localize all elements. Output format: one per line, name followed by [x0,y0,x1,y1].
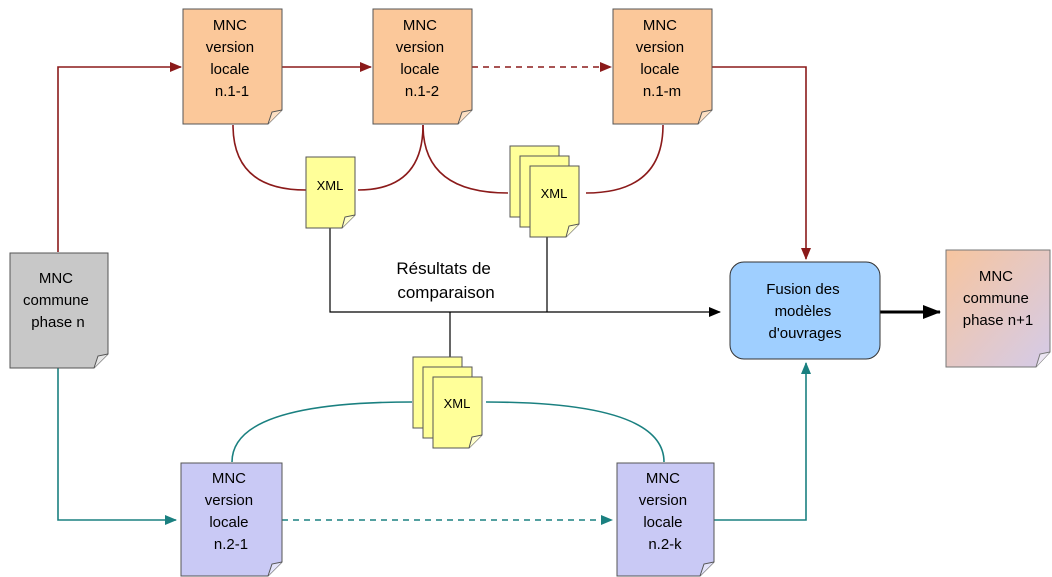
svg-text:Fusion des modèles: Fusion des modèles d'ouvrages [766,281,844,342]
svg-text:MNC commune phase: MNC commune phase n+1 [963,268,1033,329]
xml-label-3: XML [444,396,471,411]
black-connectors [329,228,941,357]
doc-1-1-line-4: n.1-1 [215,83,249,100]
results-label: Résultats de comparaison [396,259,495,302]
doc-local-2-1: MNC version locale n.2-1 [180,462,283,577]
curve-2-k-xml [485,401,665,463]
doc-2-k-line-3: locale [643,514,682,531]
doc-common-n-line-3: phase n [31,314,84,331]
doc-1-m-line-2: version [636,39,684,56]
curve-1-1-xml [232,124,307,191]
doc-2-1-line-2: version [205,492,253,509]
xml-doc-stack-top: XML [509,145,580,238]
fusion-line-3: d'ouvrages [769,325,842,342]
connector-common-to-1-1 [57,62,182,252]
doc-common-n1-line-2: commune [963,290,1029,307]
curve-1-2-xml-left [357,124,424,191]
doc-2-1-line-4: n.2-1 [214,536,248,553]
red-connectors [57,62,811,260]
doc-2-1-line-1: MNC [212,470,246,487]
doc-common-n-line-2: commune [23,292,89,309]
doc-local-1-2: MNC version locale n.1-2 [372,8,473,125]
curve-1-m-xml [585,124,664,194]
doc-local-1-m: MNC version locale n.1-m [612,8,713,125]
doc-local-1-1: MNC version locale n.1-1 [182,8,283,125]
doc-common-phase-n: MNC commune phase n [9,252,109,369]
fusion-line-2: modèles [775,303,832,320]
fusion-box: Fusion des modèles d'ouvrages [729,261,881,360]
doc-common-n-line-1: MNC [39,270,73,287]
connector-common-to-2-1 [57,368,177,525]
doc-1-m-line-4: n.1-m [643,83,681,100]
doc-1-2-line-1: MNC [403,17,437,34]
doc-2-k-line-4: n.2-k [648,536,682,553]
doc-2-k-line-1: MNC [646,470,680,487]
doc-local-2-k: MNC version locale n.2-k [616,462,715,577]
doc-1-2-line-4: n.1-2 [405,83,439,100]
doc-2-k-line-2: version [639,492,687,509]
svg-text:MNC version locale: MNC version locale n.1-1 [206,17,259,100]
doc-2-1-line-3: locale [209,514,248,531]
doc-common-n1-line-1: MNC [979,268,1013,285]
doc-common-phase-n1: MNC commune phase n+1 [945,249,1051,368]
doc-1-1-line-2: version [206,39,254,56]
results-label-line-1: Résultats de [396,259,491,278]
doc-1-2-line-2: version [396,39,444,56]
doc-1-m-line-1: MNC [643,17,677,34]
svg-text:MNC version locale: MNC version locale n.1-2 [396,17,449,100]
xml-doc-single: XML [305,156,356,229]
doc-1-2-line-3: locale [400,61,439,78]
connector-2-k-to-fusion [714,362,811,521]
xml-doc-stack-bottom: XML [412,356,483,449]
doc-1-1-line-1: MNC [213,17,247,34]
results-label-line-2: comparaison [397,283,494,302]
connector-1-m-to-fusion [712,66,811,260]
doc-1-m-line-3: locale [640,61,679,78]
xml-label-2: XML [541,186,568,201]
curve-2-1-xml [231,401,413,463]
svg-text:MNC version locale: MNC version locale n.2-1 [205,470,258,553]
doc-1-1-line-3: locale [210,61,249,78]
svg-text:MNC commune phase: MNC commune phase n [23,270,93,331]
curve-1-2-xml-right [422,124,509,194]
xml-label-1: XML [317,178,344,193]
fusion-line-1: Fusion des [766,281,839,298]
teal-connectors [57,362,811,525]
doc-common-n1-line-3: phase n+1 [963,312,1033,329]
svg-text:MNC version locale: MNC version locale n.1-m [636,17,689,100]
connector-xml1-to-fusion [329,228,721,317]
svg-text:MNC version locale: MNC version locale n.2-k [639,470,692,553]
